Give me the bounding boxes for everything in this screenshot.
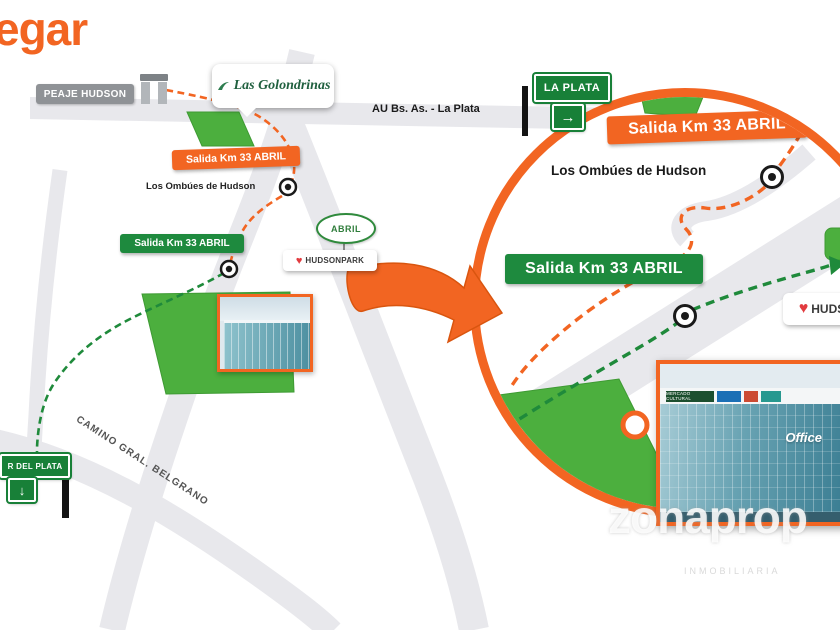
heart-icon: ♥ xyxy=(798,300,809,317)
storefront-sign xyxy=(717,390,741,402)
roundabout-icon xyxy=(620,410,650,440)
storefront-sign xyxy=(744,390,758,402)
watermark-text: INMOBILIARIA xyxy=(684,566,781,576)
photo-building-base xyxy=(660,512,840,522)
las-golondrinas-sign: Las Golondrinas xyxy=(212,64,334,117)
exit-marker-icon xyxy=(219,259,239,279)
peaje-hudson-label: PEAJE HUDSON xyxy=(43,88,127,100)
mar-del-plata-label: R DEL PLATA xyxy=(7,461,63,471)
building-photo-thumbnail xyxy=(217,294,313,372)
thumbnail-building xyxy=(224,320,310,369)
hudson-park-sign-zoom: ♥ HUDSON xyxy=(783,293,840,325)
hudson-park-zoom-label: HUDSON xyxy=(811,302,840,316)
photo-sky xyxy=(660,364,840,390)
office-sign-label: Office xyxy=(785,430,822,446)
hudson-park-sign: ♥ HUDSONPARK xyxy=(283,250,377,271)
sign-post xyxy=(522,86,528,136)
zoom-route-green-dashed xyxy=(506,263,832,429)
hudson-park-label: HUDSONPARK xyxy=(305,256,365,265)
camino-road-label: CAMINO GRAL. BELGRANO xyxy=(74,414,211,508)
exit-marker-icon xyxy=(278,177,298,197)
thumbnail-sky xyxy=(220,297,310,321)
toll-column xyxy=(158,82,167,104)
zoom-ombues-de-hudson-label: Los Ombúes de Hudson xyxy=(551,163,707,178)
building-photo-zoom: MERCADO CULTURAL Office xyxy=(656,360,840,526)
salida-km33-orange-badge: Salida Km 33 ABRIL xyxy=(171,145,301,171)
storefront-sign xyxy=(761,390,781,402)
mercado-cultural-sign: MERCADO CULTURAL xyxy=(666,390,714,402)
zoom-salida-km33-green-badge: Salida Km 33 ABRIL xyxy=(505,254,703,284)
page-title: egar xyxy=(0,3,88,55)
right-arrow-icon: → xyxy=(552,104,584,130)
heart-icon: ♥ xyxy=(295,254,303,267)
toll-column xyxy=(141,82,150,104)
route-green-dashed xyxy=(35,271,225,466)
highway-label: AU Bs. As. - La Plata xyxy=(372,103,480,115)
branch-icon xyxy=(217,82,229,90)
ombues-de-hudson-label: Los Ombúes de Hudson xyxy=(146,181,256,192)
abril-label: ABRIL xyxy=(331,223,361,234)
toll-roof xyxy=(140,74,168,81)
las-golondrinas-label: Las Golondrinas xyxy=(233,78,331,93)
photo-glass-facade xyxy=(660,404,840,512)
mar-del-plata-sign: R DEL PLATA xyxy=(0,454,70,478)
la-plata-sign: LA PLATA xyxy=(534,74,610,102)
photo-canopy: MERCADO CULTURAL xyxy=(660,388,840,405)
salida-km33-green-badge: Salida Km 33 ABRIL xyxy=(120,234,244,253)
watermark-logo: zonaprop xyxy=(608,491,808,543)
exit-marker-icon xyxy=(760,165,784,189)
zoom-route-green-arrowhead-icon xyxy=(829,256,840,275)
toll-booth-icon xyxy=(140,74,168,104)
peaje-hudson-sign: PEAJE HUDSON xyxy=(36,84,134,104)
exit-marker-icon xyxy=(673,304,697,328)
la-plata-label: LA PLATA xyxy=(543,82,601,94)
down-arrow-icon: ↓ xyxy=(8,478,36,502)
abril-sign: ABRIL xyxy=(316,213,376,244)
